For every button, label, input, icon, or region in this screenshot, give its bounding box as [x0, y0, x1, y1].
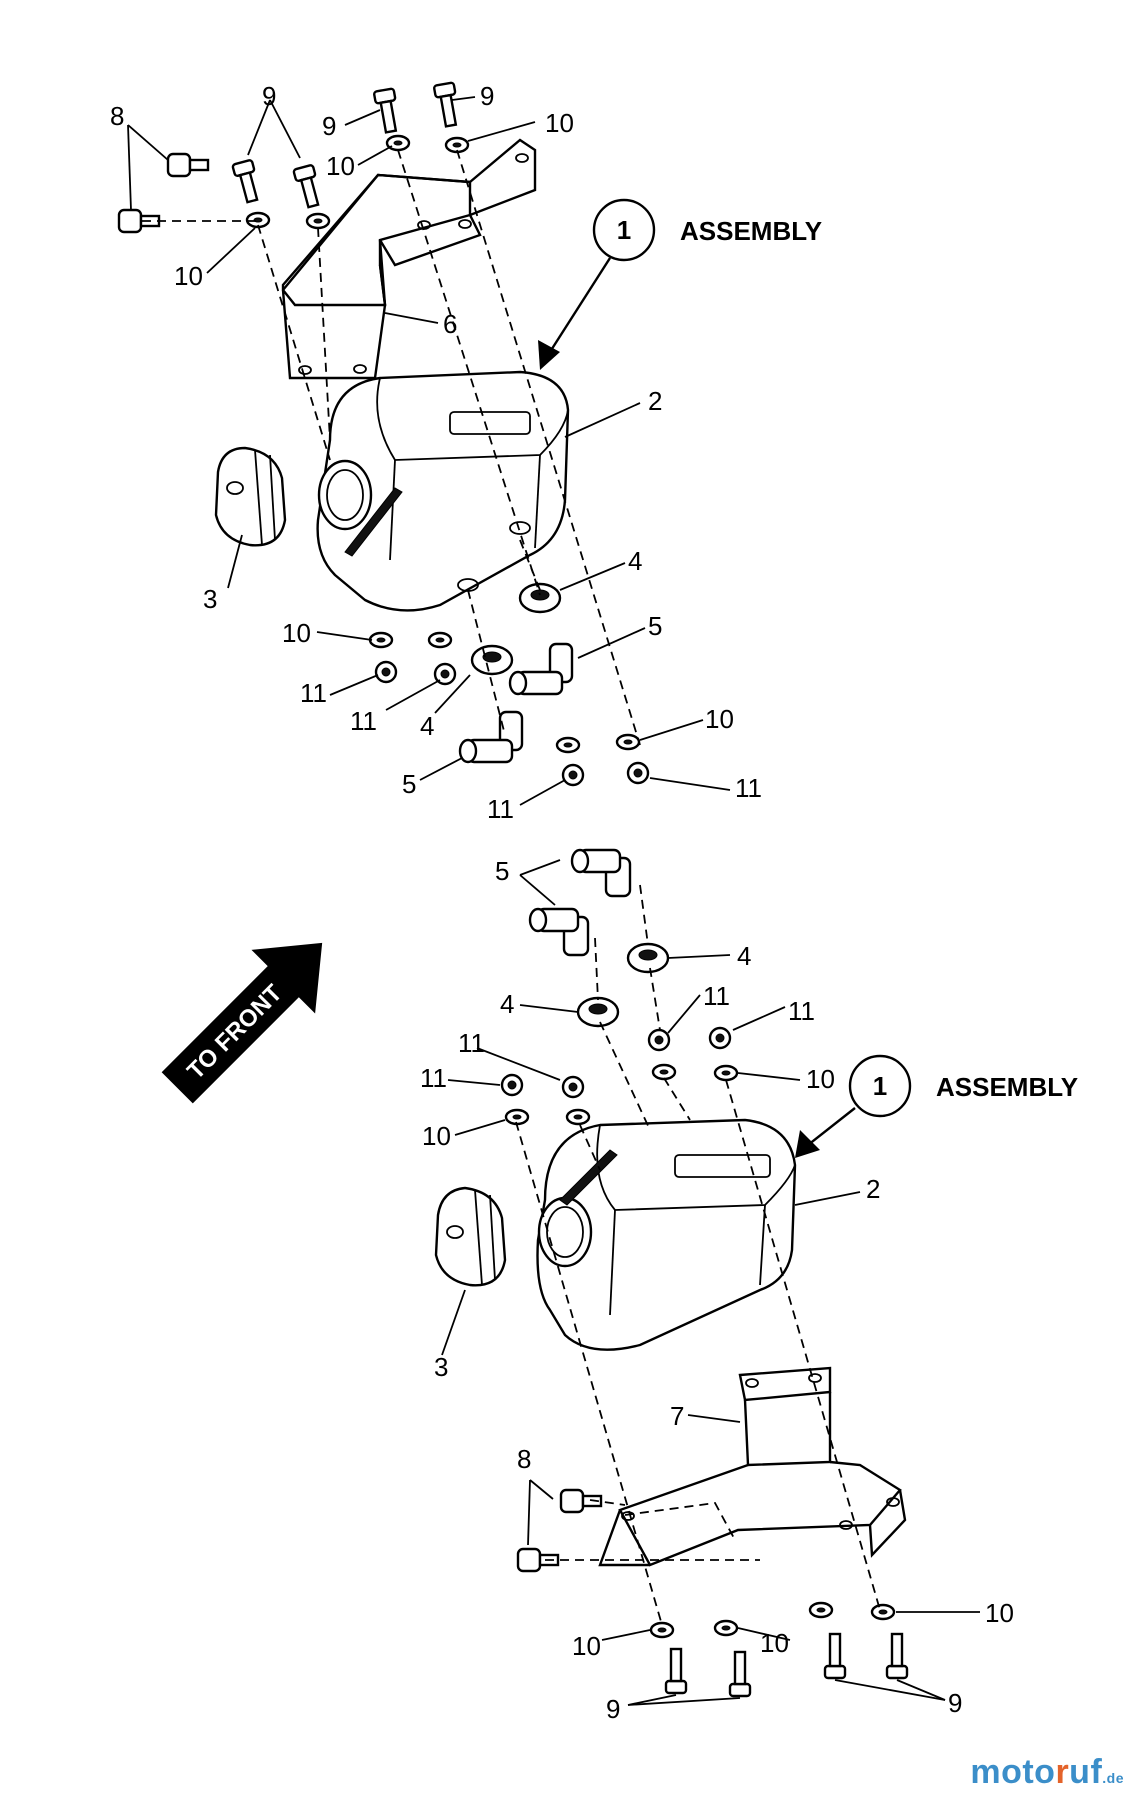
tank-2 — [316, 370, 570, 612]
label-11: 11 — [350, 706, 377, 736]
label-3: 3 — [434, 1352, 448, 1382]
label-4: 4 — [737, 941, 751, 971]
label-11: 11 — [300, 678, 327, 708]
watermark-part-2: r — [1055, 1753, 1070, 1791]
label-10: 10 — [806, 1064, 835, 1094]
to-front-arrow: TO FRONT — [161, 942, 323, 1104]
assembly-label-bottom: ASSEMBLY — [936, 1072, 1078, 1102]
bottom-assembly-group — [434, 848, 980, 1706]
watermark-part-1: moto — [970, 1753, 1056, 1791]
to-front-label: TO FRONT — [182, 979, 288, 1085]
cap-3 — [214, 446, 287, 547]
assembly-number-bottom: 1 — [873, 1071, 887, 1101]
assembly-label-top: ASSEMBLY — [680, 216, 822, 246]
label-6: 6 — [443, 309, 457, 339]
bottom-alignment-lines — [515, 884, 881, 1626]
cap-3-bottom — [434, 1186, 507, 1287]
label-10: 10 — [985, 1598, 1014, 1628]
label-9: 9 — [322, 111, 336, 141]
label-11: 11 — [458, 1028, 485, 1058]
label-11: 11 — [487, 794, 514, 824]
label-7: 7 — [670, 1401, 684, 1431]
assembly-callout-top — [538, 198, 656, 370]
label-10: 10 — [705, 704, 734, 734]
top-alignment-lines — [142, 149, 641, 746]
label-10: 10 — [422, 1121, 451, 1151]
assembly-number-top: 1 — [617, 215, 631, 245]
label-11: 11 — [788, 996, 815, 1026]
motoruf-watermark: motoruf.de — [970, 1753, 1124, 1792]
label-8: 8 — [517, 1444, 531, 1474]
label-2: 2 — [648, 386, 662, 416]
label-5: 5 — [648, 611, 662, 641]
label-4: 4 — [420, 711, 434, 741]
bracket-7 — [598, 1366, 907, 1567]
label-3: 3 — [203, 584, 217, 614]
label-11: 11 — [703, 981, 730, 1011]
label-11: 11 — [735, 773, 762, 803]
label-10: 10 — [545, 108, 574, 138]
label-5: 5 — [402, 769, 416, 799]
label-9: 9 — [948, 1688, 962, 1718]
assembly-callout-bottom — [795, 1054, 912, 1158]
label-10: 10 — [572, 1631, 601, 1661]
top-fasteners — [117, 81, 650, 787]
label-4: 4 — [628, 546, 642, 576]
label-5: 5 — [495, 856, 509, 886]
label-10: 10 — [174, 261, 203, 291]
label-2: 2 — [866, 1174, 880, 1204]
label-10: 10 — [760, 1628, 789, 1658]
label-11: 11 — [420, 1063, 447, 1093]
top-labels: 8 9 9 9 10 10 10 6 2 3 4 5 10 11 11 4 10… — [110, 81, 822, 824]
top-assembly-group — [117, 81, 731, 806]
watermark-part-3: uf — [1069, 1753, 1103, 1791]
label-10: 10 — [282, 618, 311, 648]
top-leader-lines — [127, 96, 731, 806]
bracket-6 — [281, 138, 537, 380]
label-4: 4 — [500, 989, 514, 1019]
tank-2-bottom — [536, 1118, 797, 1351]
bottom-labels: 5 4 4 11 11 11 11 10 10 2 3 7 8 10 10 10… — [420, 856, 1078, 1724]
label-9: 9 — [480, 81, 494, 111]
bottom-leader-lines — [441, 859, 980, 1706]
label-9: 9 — [262, 81, 276, 111]
bottom-elbows — [528, 848, 632, 957]
watermark-tld: .de — [1102, 1770, 1124, 1786]
label-9: 9 — [606, 1694, 620, 1724]
label-8: 8 — [110, 101, 124, 131]
label-10: 10 — [326, 151, 355, 181]
